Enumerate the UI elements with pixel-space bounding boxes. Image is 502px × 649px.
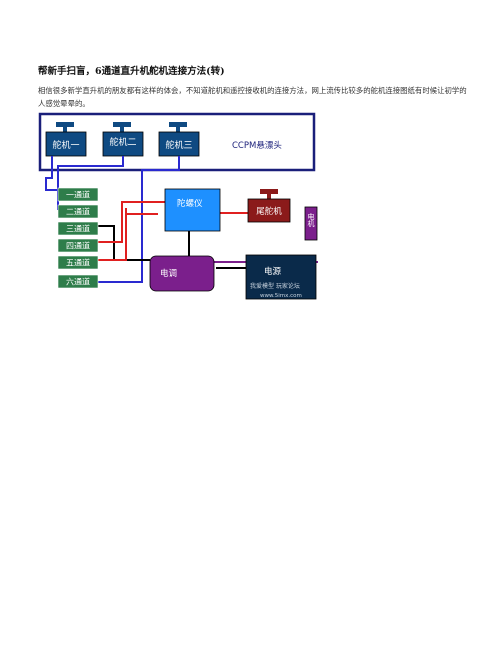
power-box [245, 254, 317, 300]
channel-label-2: 二通道 [66, 207, 90, 217]
wire-servo1-ch1 [45, 156, 58, 191]
motor-label: 电机 [307, 212, 315, 228]
servo-connector-3 [169, 122, 187, 132]
servo-label-1: 舵机一 [52, 139, 79, 151]
channel-box-2: 二通道 [57, 204, 99, 219]
channel-label-3: 三通道 [66, 224, 90, 234]
channel-box-5: 五通道 [57, 255, 99, 270]
wire-ch4-gyro [98, 201, 165, 243]
tail-servo-connector [260, 189, 278, 199]
motor-box [304, 206, 318, 241]
channel-label-4: 四通道 [66, 241, 90, 251]
tail-servo-box [247, 198, 291, 223]
wiring-diagram: 舵机一 舵机二 舵机三 CCPM悬漂头 一通道 二通道 三通道 四通道 五通道 [38, 112, 318, 300]
channel-box-4: 四通道 [57, 238, 99, 253]
servo-connector-1 [56, 122, 74, 132]
intro-paragraph: 相信很多新学直升机的朋友都有这样的体会，不知道舵机和遥控接收机的连接方法，网上流… [38, 86, 467, 108]
esc-box [149, 255, 215, 292]
channel-box-3: 三通道 [57, 221, 99, 236]
power-label: 电源 [264, 266, 282, 277]
wire-ch5-gyro [98, 208, 158, 261]
channel-label-1: 一通道 [66, 190, 90, 200]
gyro-label: 陀螺仪 [177, 198, 203, 209]
channel-label-6: 六通道 [66, 277, 90, 287]
watermark-line-1: 我爱模型 玩家论坛 [250, 282, 300, 290]
tail-servo-label: 尾舵机 [256, 206, 282, 217]
channel-box-1: 一通道 [57, 187, 99, 202]
gyro-box [164, 188, 221, 232]
ccpm-label: CCPM悬漂头 [232, 140, 282, 151]
servo-label-3: 舵机三 [165, 139, 192, 151]
servo-label-2: 舵机二 [109, 136, 136, 148]
wire-servo3-ch6 [98, 156, 180, 283]
article-title: 帮新手扫盲，6通道直升机舵机连接方法(转) [38, 66, 225, 77]
watermark-line-2: www.5imx.com [260, 293, 302, 299]
servo-box-1 [45, 131, 87, 157]
channel-label-5: 五通道 [66, 258, 90, 268]
esc-label: 电调 [160, 268, 177, 279]
servo-box-3 [158, 131, 200, 157]
servo-connector-2 [113, 122, 131, 132]
channel-box-6: 六通道 [57, 274, 99, 289]
servo-box-2 [102, 131, 144, 157]
